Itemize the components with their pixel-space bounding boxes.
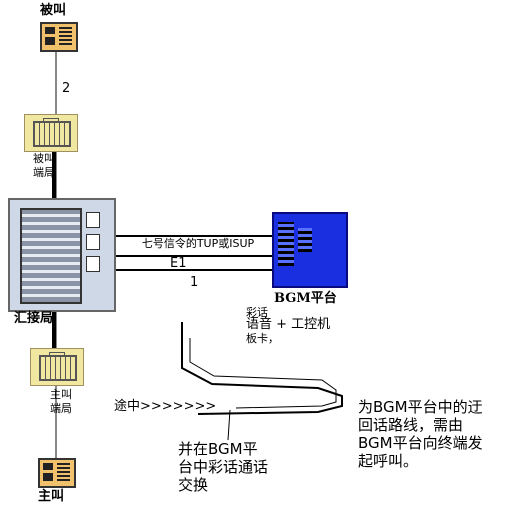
caller-exchange-icon	[30, 348, 84, 386]
tandem-switch-icon	[8, 198, 116, 312]
caller-office-label-2: 端局	[50, 402, 72, 415]
note-left-line-3: 交换	[178, 476, 209, 494]
en-route-label: 途中>>>>>>>	[114, 399, 217, 414]
note-right-line-4: 起呼叫。	[358, 452, 419, 470]
called-office-label-2: 端局	[33, 166, 55, 179]
called-phone-icon	[40, 22, 78, 52]
bgm-line4-label: 板卡，	[246, 332, 279, 345]
called-exchange-icon	[24, 114, 78, 152]
note-left-line-1: 并在BGM平	[178, 440, 258, 458]
detour-path-inner	[189, 338, 337, 409]
signaling-label: 七号信令的TUP或ISUP	[141, 237, 255, 250]
trunk-number-label: 2	[62, 81, 71, 96]
called-office-label-1: 被叫	[33, 152, 55, 165]
tandem-label: 汇接局	[14, 311, 54, 326]
caller-office-label-1: 主叫	[50, 388, 72, 401]
note-right-line-1: 为BGM平台中的迂	[358, 398, 483, 416]
bgm-server-icon	[272, 212, 348, 288]
caller-label: 主叫	[38, 489, 65, 504]
caller-phone-icon	[38, 458, 76, 488]
bgm-platform-label: BGM平台	[274, 291, 337, 306]
note-left-line-2: 台中彩话通话	[178, 458, 269, 476]
bgm-line2-label: 彩话	[246, 306, 268, 319]
e1-label: E1	[170, 256, 187, 271]
note-right-line-3: BGM平台向终端发	[358, 434, 483, 452]
detour-path-outer	[181, 322, 343, 415]
link-number-label: 1	[190, 275, 199, 290]
called-party-label: 被叫	[40, 3, 67, 18]
bgm-line3-label: 语音 + 工控机	[246, 317, 331, 332]
note-pointer	[227, 409, 231, 441]
note-right-line-2: 回话路线，需由	[358, 416, 464, 434]
